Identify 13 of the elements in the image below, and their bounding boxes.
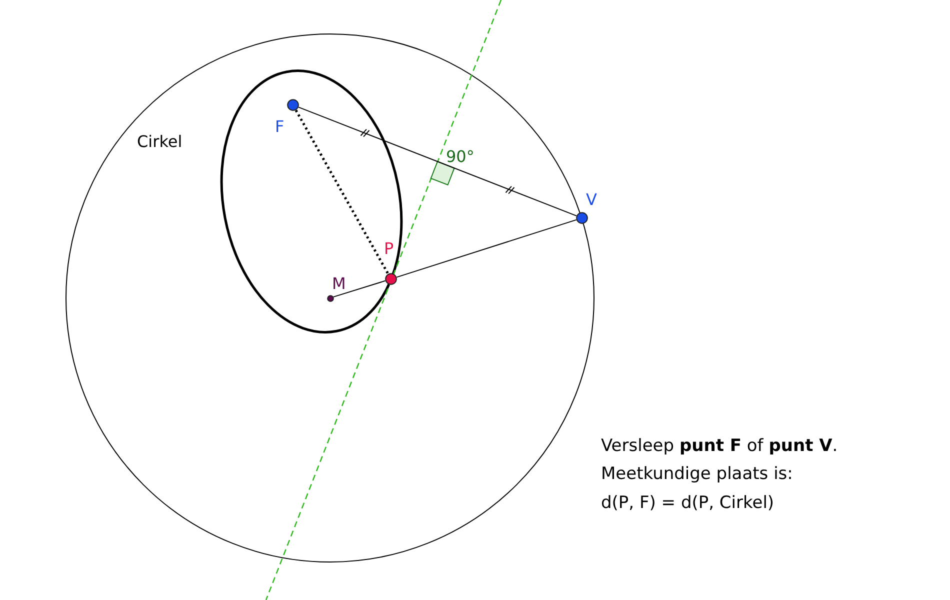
line-segment [332, 280, 386, 298]
line-segment [298, 106, 577, 216]
line-segment [396, 219, 577, 278]
dotted-segment [294, 110, 390, 274]
point-label: M [332, 276, 346, 292]
point-label: V [586, 192, 597, 208]
angle-label: 90° [446, 147, 474, 166]
point-label: P [384, 241, 394, 257]
formula-text: d(P, F) = d(P, Cirkel) [601, 493, 774, 514]
note-text: Meetkundige plaats is: [601, 464, 793, 484]
curve-label: Cirkel [137, 132, 182, 152]
instruction-text: Versleep punt F of punt V. [601, 436, 838, 456]
point-label: F [275, 119, 284, 135]
